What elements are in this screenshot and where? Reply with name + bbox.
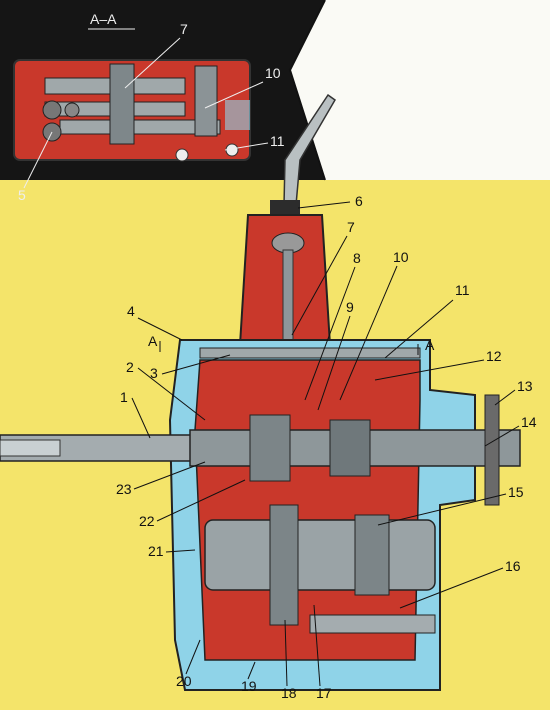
callout-1: 1 — [120, 389, 128, 405]
callout-8: 8 — [353, 250, 361, 266]
inset-leader-5 — [23, 131, 53, 189]
leader-9 — [317, 315, 351, 411]
leader-15 — [377, 493, 507, 526]
callout-12: 12 — [486, 348, 502, 364]
break-line — [288, 0, 326, 181]
main-shaft-gear — [329, 419, 371, 477]
callout-10: 10 — [393, 249, 409, 265]
synchronizer — [249, 414, 291, 482]
input-shaft-splines — [0, 439, 61, 457]
inset-callout-5: 5 — [18, 187, 26, 203]
leader-1 — [131, 397, 151, 439]
callout-19: 19 — [241, 678, 257, 694]
leader-12 — [374, 359, 485, 381]
leader-10 — [339, 265, 398, 401]
callout-13: 13 — [517, 378, 533, 394]
inset-leader-7 — [124, 37, 181, 89]
callout-3: 3 — [150, 365, 158, 381]
leader-13 — [494, 389, 516, 406]
countershaft-gear-small — [354, 514, 390, 596]
inset-callout-7: 7 — [180, 21, 188, 37]
callout-11: 11 — [455, 282, 470, 298]
leader-17 — [313, 604, 321, 687]
callout-16: 16 — [505, 558, 521, 574]
callout-7: 7 — [347, 219, 355, 235]
leader-4 — [137, 317, 183, 341]
callout-17: 17 — [316, 685, 332, 701]
leader-22 — [156, 479, 246, 522]
leader-7 — [291, 235, 348, 336]
section-mark-left: А — [148, 333, 158, 349]
leader-8 — [304, 266, 356, 401]
callout-14: 14 — [521, 414, 537, 430]
leader-18 — [284, 619, 288, 687]
leader-11 — [384, 299, 454, 359]
section-mark-right: А — [425, 337, 435, 353]
inset-leader-11 — [224, 142, 269, 151]
inset-callout-10: 10 — [265, 65, 281, 81]
leader-3 — [161, 354, 231, 375]
callout-21: 21 — [148, 543, 164, 559]
white-panel — [290, 0, 550, 180]
countershaft-gear-large — [269, 504, 299, 626]
leader-21 — [165, 549, 196, 553]
callout-23: 23 — [116, 481, 132, 497]
leader-2 — [137, 367, 206, 421]
reverse-shaft — [309, 614, 436, 634]
callout-6: 6 — [355, 193, 363, 209]
output-flange — [484, 394, 500, 506]
inset-leader-10 — [204, 81, 264, 109]
callout-4: 4 — [127, 303, 135, 319]
callout-2: 2 — [126, 359, 134, 375]
callout-22: 22 — [139, 513, 155, 529]
leader-19 — [247, 661, 256, 680]
callout-9: 9 — [346, 299, 354, 315]
lever-boot-cap — [270, 200, 300, 218]
leader-20 — [185, 639, 201, 675]
callout-20: 20 — [176, 673, 192, 689]
section-title: А–А — [90, 11, 117, 27]
leader-6 — [297, 201, 351, 209]
leader-16 — [399, 567, 504, 609]
inset-callout-11: 11 — [270, 133, 285, 149]
callouts: 1 2 3 4 6 7 8 9 10 11 12 13 14 15 16 17 — [116, 193, 537, 701]
section-view-a-a — [13, 59, 251, 162]
countershaft — [204, 519, 436, 591]
shift-rail — [199, 347, 421, 359]
leader-14 — [484, 425, 520, 447]
leader-23 — [133, 461, 206, 490]
callout-18: 18 — [281, 685, 297, 701]
callout-15: 15 — [508, 484, 524, 500]
lever-rod — [282, 249, 294, 346]
